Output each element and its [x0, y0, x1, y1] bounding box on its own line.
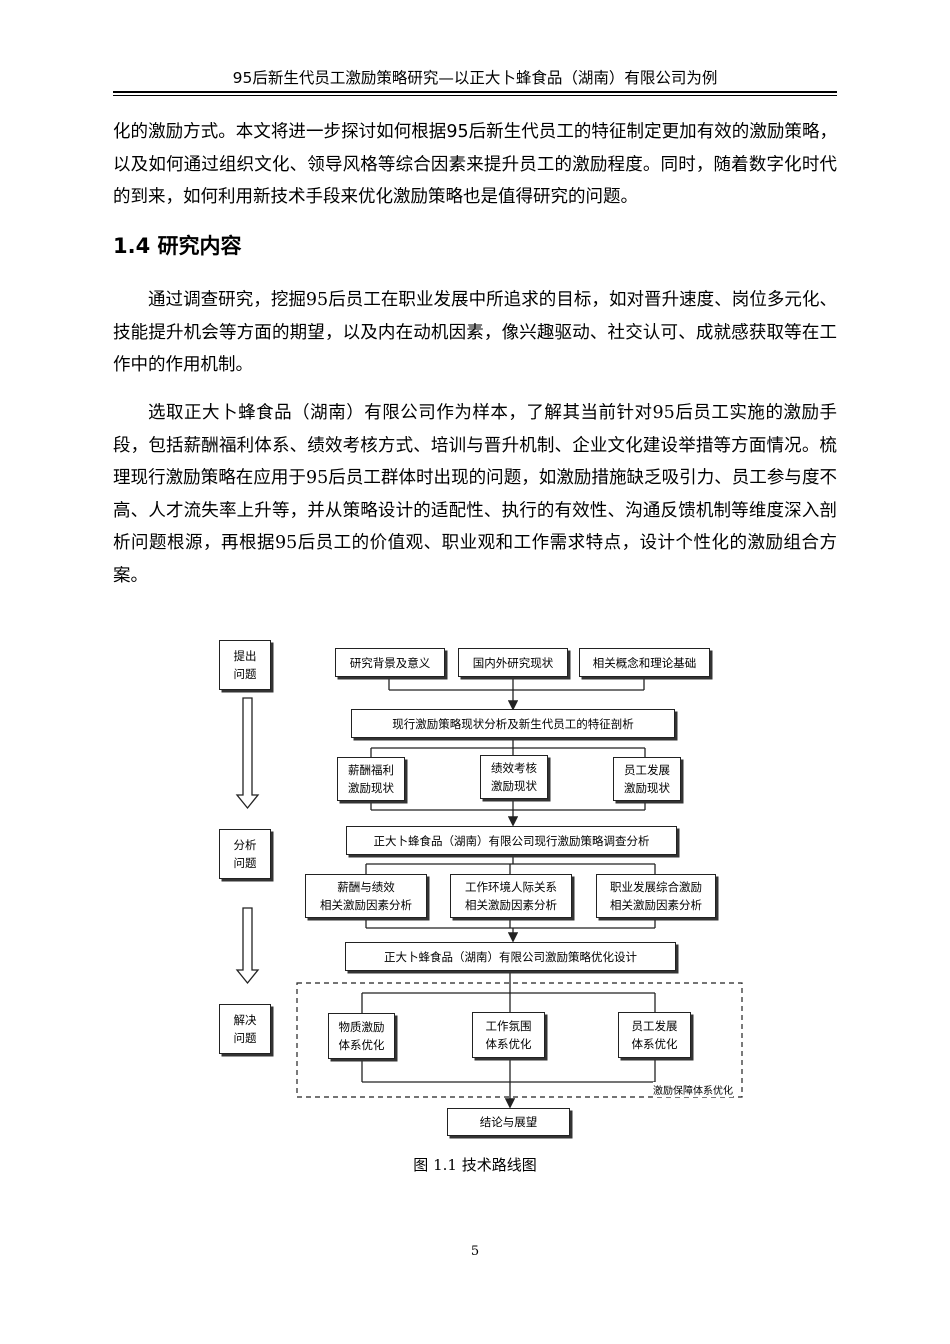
box-work-atmosphere: 工作氛围 体系优化 [472, 1012, 545, 1058]
down-arrow-2 [235, 907, 260, 985]
box-environment-factors: 工作环境人际关系 相关激励因素分析 [450, 874, 572, 918]
header-rule-thick [113, 91, 837, 93]
stage-raise-problem: 提出 问题 [219, 640, 271, 690]
section-paragraph-2: 选取正大卜蜂食品（湖南）有限公司作为样本，了解其当前针对95后员工实施的激励手段… [113, 403, 837, 586]
box-research-background: 研究背景及意义 [335, 648, 445, 677]
section-title: 1.4 研究内容 [113, 234, 242, 258]
header-rule-thin [113, 95, 837, 96]
page-number: 5 [470, 1244, 480, 1259]
box-salary-welfare-status: 薪酬福利 激励现状 [337, 757, 405, 801]
page-header: 95后新生代员工激励策略研究—以正大卜蜂食品（湖南）有限公司为例 [232, 69, 718, 87]
box-optimization-design: 正大卜蜂食品（湖南）有限公司激励策略优化设计 [345, 942, 676, 971]
down-arrow-1 [235, 697, 260, 810]
box-material-incentive: 物质激励 体系优化 [328, 1013, 395, 1059]
box-conclusion: 结论与展望 [447, 1108, 570, 1136]
box-career-factors: 职业发展综合激励 相关激励因素分析 [596, 874, 716, 918]
box-concepts-theory: 相关概念和理论基础 [579, 648, 710, 677]
intro-paragraph: 化的激励方式。本文将进一步探讨如何根据95后新生代员工的特征制定更加有效的激励策… [113, 122, 837, 207]
figure-caption: 图 1.1 技术路线图 [413, 1156, 537, 1174]
section-paragraph-1: 通过调查研究，挖掘95后员工在职业发展中所追求的目标，如对晋升速度、岗位多元化、… [113, 290, 837, 375]
box-company-survey: 正大卜蜂食品（湖南）有限公司现行激励策略调查分析 [346, 826, 677, 855]
box-research-status: 国内外研究现状 [458, 648, 568, 677]
box-performance-status: 绩效考核 激励现状 [480, 755, 548, 799]
box-status-analysis: 现行激励策略现状分析及新生代员工的特征剖析 [351, 709, 675, 738]
stage-analyze-problem: 分析 问题 [219, 829, 271, 879]
dashed-region-label: 激励保障体系优化 [653, 1082, 733, 1097]
box-salary-performance-factors: 薪酬与绩效 相关激励因素分析 [305, 874, 427, 918]
box-development-status: 员工发展 激励现状 [613, 757, 681, 801]
stage-solve-problem: 解决 问题 [219, 1004, 271, 1054]
box-employee-development: 员工发展 体系优化 [618, 1012, 691, 1058]
